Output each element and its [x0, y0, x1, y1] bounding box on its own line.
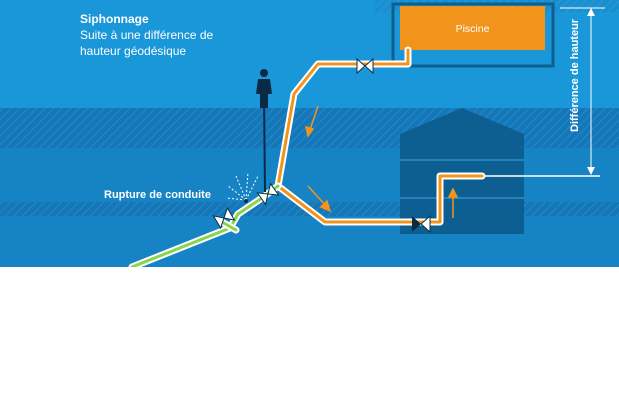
- valve-icon: [412, 214, 431, 234]
- leak-burst-icon: [225, 171, 259, 201]
- reservoir-building: [400, 108, 524, 234]
- valve-icon: [212, 206, 236, 230]
- pool-label: Piscine: [455, 23, 490, 35]
- leak-point: [244, 199, 248, 203]
- diagram-title: Siphonnage: [80, 12, 149, 26]
- pool-basin: [400, 6, 545, 50]
- pool-outline: [391, 2, 555, 68]
- valve-icon: [356, 57, 374, 75]
- height-arrow-up: [587, 8, 595, 16]
- rupture-label: Rupture de conduite: [104, 189, 211, 201]
- flow-arrow-icon: [304, 105, 319, 138]
- person-icon: [256, 69, 272, 108]
- height-difference-label: Différence de hauteur: [569, 18, 581, 132]
- diagram-subtitle-line2: hauteur géodésique: [80, 44, 187, 58]
- flow-arrow-icon: [307, 185, 332, 213]
- flow-arrow-icon: [447, 187, 459, 218]
- height-arrow-down: [587, 167, 595, 175]
- valve-icon: [256, 182, 280, 206]
- hose-line: [263, 93, 266, 193]
- siphon-diagram: [0, 0, 619, 267]
- diagram-subtitle-line1: Suite à une différence de: [80, 28, 214, 42]
